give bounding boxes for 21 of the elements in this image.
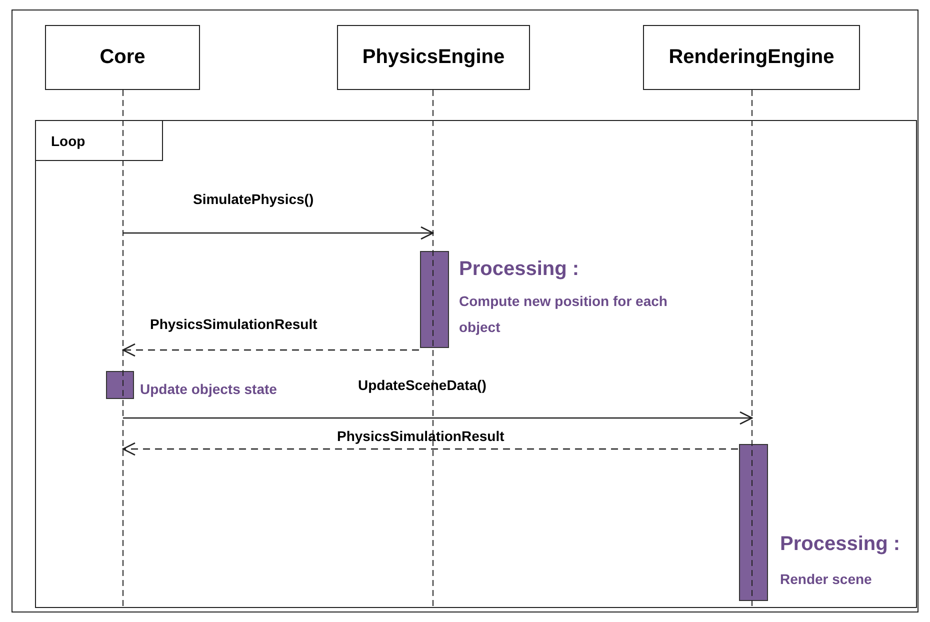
frame-label: Loop — [36, 121, 163, 161]
activation-bar — [106, 371, 134, 399]
note-heading: Processing : — [459, 258, 580, 281]
arrow — [123, 411, 753, 425]
edge-label: UpdateSceneData() — [358, 377, 486, 393]
edge-label: PhysicsSimulationResult — [150, 316, 318, 332]
note-text: Update objects state — [140, 380, 277, 399]
arrow — [123, 226, 434, 240]
edge-label: SimulatePhysics() — [193, 191, 314, 207]
activation-bar — [739, 444, 768, 601]
lifeline-head: PhysicsEngine — [337, 25, 530, 90]
activation-bar — [420, 251, 449, 348]
loop-frame — [35, 120, 917, 608]
note-text: Compute new position for each object — [459, 292, 668, 337]
lifeline-head: Core — [45, 25, 200, 90]
lifeline-head: RenderingEngine — [643, 25, 860, 90]
note-text: Render scene — [780, 570, 873, 589]
note-heading: Processing : — [780, 533, 900, 556]
edge-label: PhysicsSimulationResult — [337, 428, 504, 444]
arrow — [122, 343, 419, 357]
arrow — [122, 442, 738, 456]
